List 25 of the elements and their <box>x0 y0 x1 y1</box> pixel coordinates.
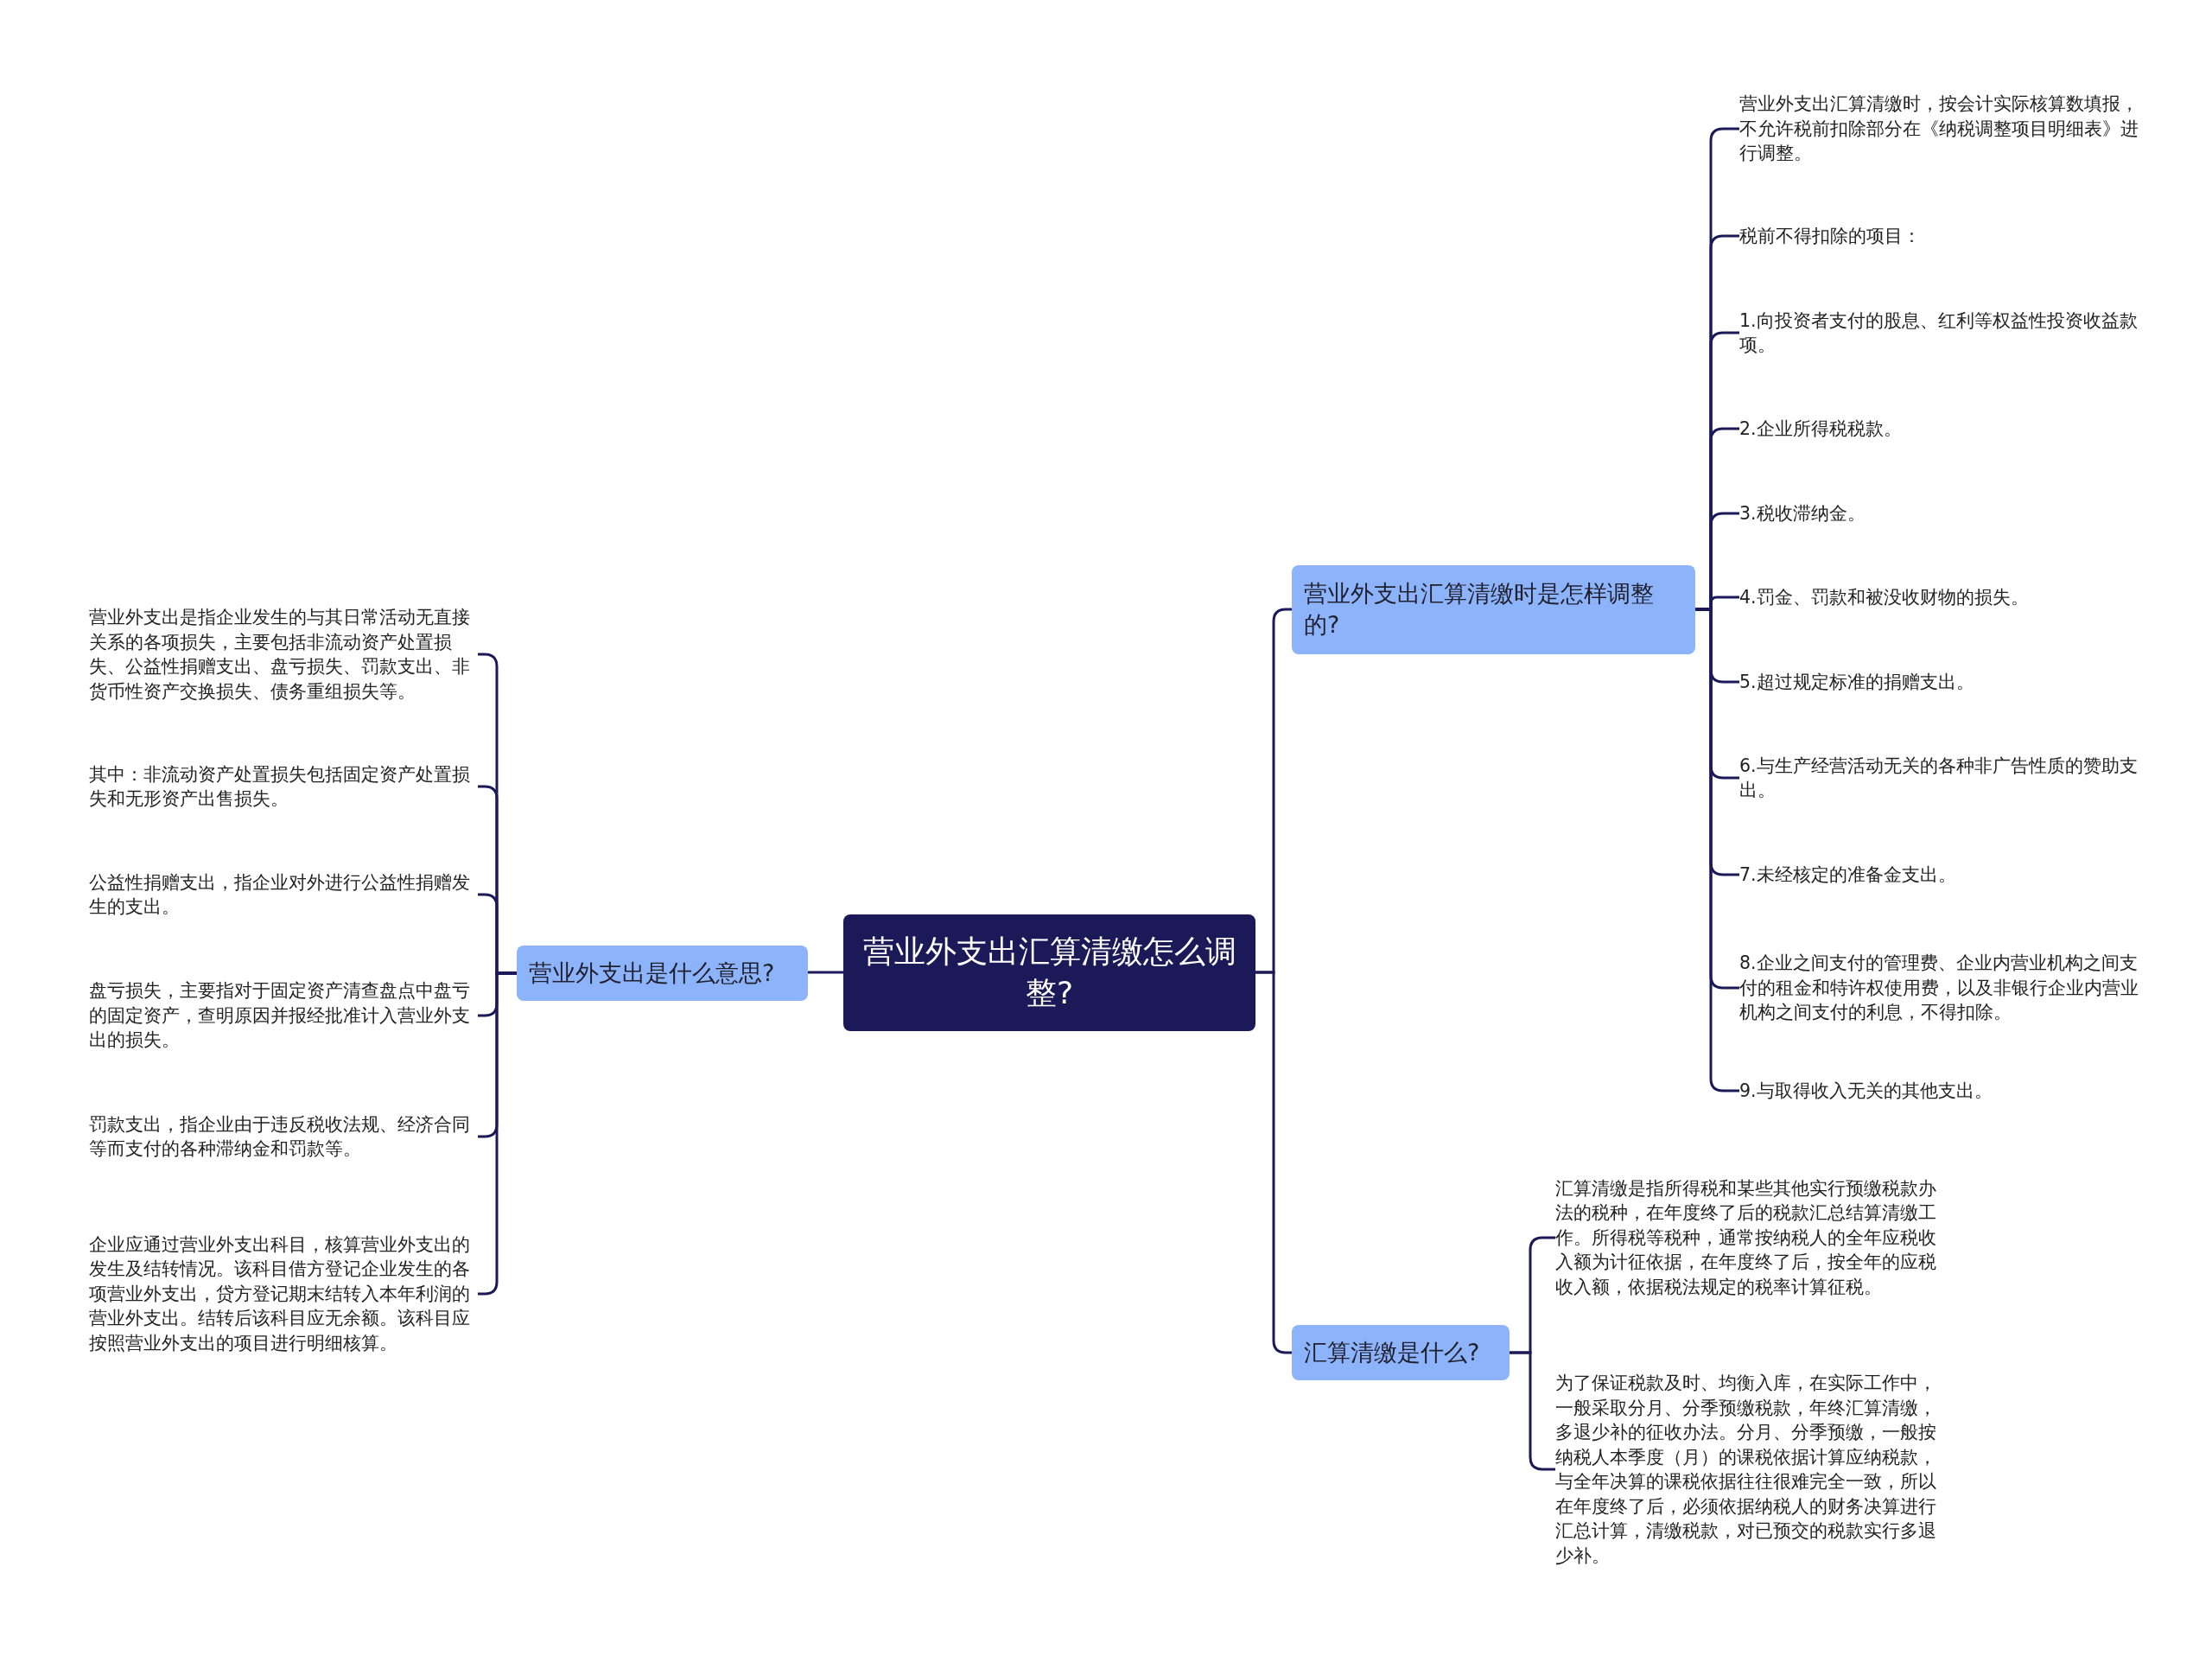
note-text: 营业外支出汇算清缴时，按会计实际核算数填报，不允许税前扣除部分在《纳税调整项目明细表》进行调整。 <box>1739 92 2145 166</box>
note-text: 9.与取得收入无关的其他支出。 <box>1739 1078 2145 1103</box>
topic-box: 营业外支出是什么意思? <box>517 946 808 1001</box>
note-text: 为了保证税款及时、均衡入库，在实际工作中，一般采取分月、分季预缴税款，年终汇算清缴，多退少补的征收办法。分月、分季预缴，一般按纳税人本季度（月）的课税依据计算应纳税款，与全年决算的课税依据往往很难完全一致，所以在年度终了后，必须依据纳税人的财务决算进行汇总计算，清缴税款，对已预交的税款实行多退少补。 <box>1555 1371 1940 1568</box>
note-text: 3.税收滞纳金。 <box>1739 500 2145 525</box>
note-text: 4.罚金、罚款和被没收财物的损失。 <box>1739 584 2145 609</box>
note-text: 汇算清缴是指所得税和某些其他实行预缴税款办法的税种，在年度终了后的税款汇总结算清缴工作。所得税等税种，通常按纳税人的全年应税收入额为计征依据，在年度终了后，按全年的应税收入额，依据税法规定的税率计算征税。 <box>1555 1175 1940 1299</box>
connector-line <box>808 971 843 974</box>
note-text: 5.超过规定标准的捐赠支出。 <box>1739 669 2145 694</box>
topic-box: 汇算清缴是什么? <box>1292 1325 1510 1380</box>
note-text: 6.与生产经营活动无关的各种非广告性质的赞助支出。 <box>1739 753 2145 803</box>
note-text: 8.企业之间支付的管理费、企业内营业机构之间支付的租金和特许权使用费，以及非银行企业内营业机构之间支付的利息，不得扣除。 <box>1739 951 2145 1025</box>
note-text: 公益性捐赠支出，指企业对外进行公益性捐赠发生的支出。 <box>89 869 478 920</box>
note-text: 1.向投资者支付的股息、红利等权益性投资收益款项。 <box>1739 308 2145 358</box>
note-text: 2.企业所得税税款。 <box>1739 416 2145 441</box>
note-text: 企业应通过营业外支出科目，核算营业外支出的发生及结转情况。该科目借方登记企业发生的各项营业外支出，贷方登记期末结转入本年利润的营业外支出。结转后该科目应无余额。该科目应按照营业外支出的项目进行明细核算。 <box>89 1232 478 1355</box>
connector-line <box>1255 971 1292 1354</box>
topic-box: 营业外支出汇算清缴时是怎样调整的? <box>1292 564 1695 654</box>
central-topic-box: 营业外支出汇算清缴怎么调整? <box>843 914 1255 1031</box>
note-text: 7.未经核定的准备金支出。 <box>1739 862 2145 887</box>
note-text: 罚款支出，指企业由于违反税收法规、经济合同等而支付的各种滞纳金和罚款等。 <box>89 1111 478 1162</box>
note-text: 税前不得扣除的项目： <box>1739 223 2145 248</box>
note-text: 其中：非流动资产处置损失包括固定资产处置损失和无形资产出售损失。 <box>89 761 478 812</box>
note-text: 盘亏损失，主要指对于固定资产清查盘点中盘亏的固定资产，查明原因并报经批准计入营业外支出的损失。 <box>89 978 478 1053</box>
note-text: 营业外支出是指企业发生的与其日常活动无直接关系的各项损失，主要包括非流动资产处置损失、公益性捐赠支出、盘亏损失、罚款支出、非货币性资产交换损失、债务重组损失等。 <box>89 605 478 704</box>
